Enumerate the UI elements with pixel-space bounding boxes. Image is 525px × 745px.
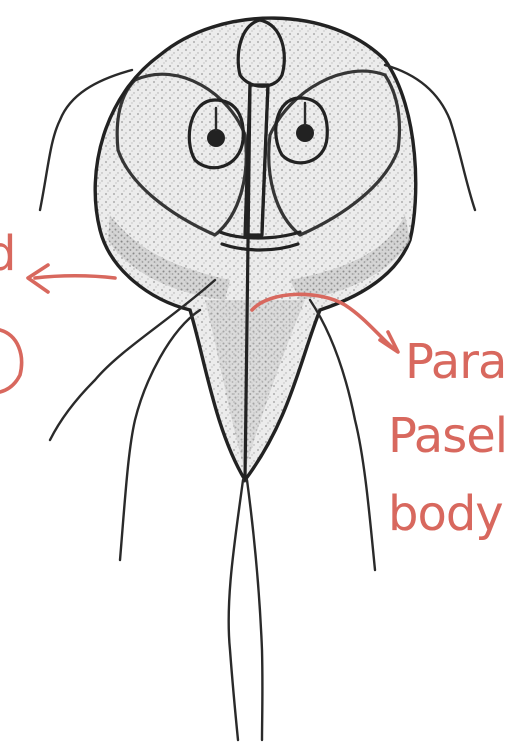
caudal-flagellum-right xyxy=(247,480,262,740)
annotation-left-fragment: d xyxy=(0,226,15,282)
caudal-flagellum-left xyxy=(229,480,243,740)
annotation-arrow-left xyxy=(28,265,115,292)
annotation-label-line-2: Pasel xyxy=(388,408,507,464)
lateral-flagellum-right-1 xyxy=(310,300,375,570)
annotation-label-line-3: body xyxy=(388,486,503,542)
lateral-flagellum-left-2 xyxy=(120,310,200,560)
annotation-label-line-1: Para xyxy=(405,334,506,390)
annotation-bracket-left xyxy=(0,330,22,392)
